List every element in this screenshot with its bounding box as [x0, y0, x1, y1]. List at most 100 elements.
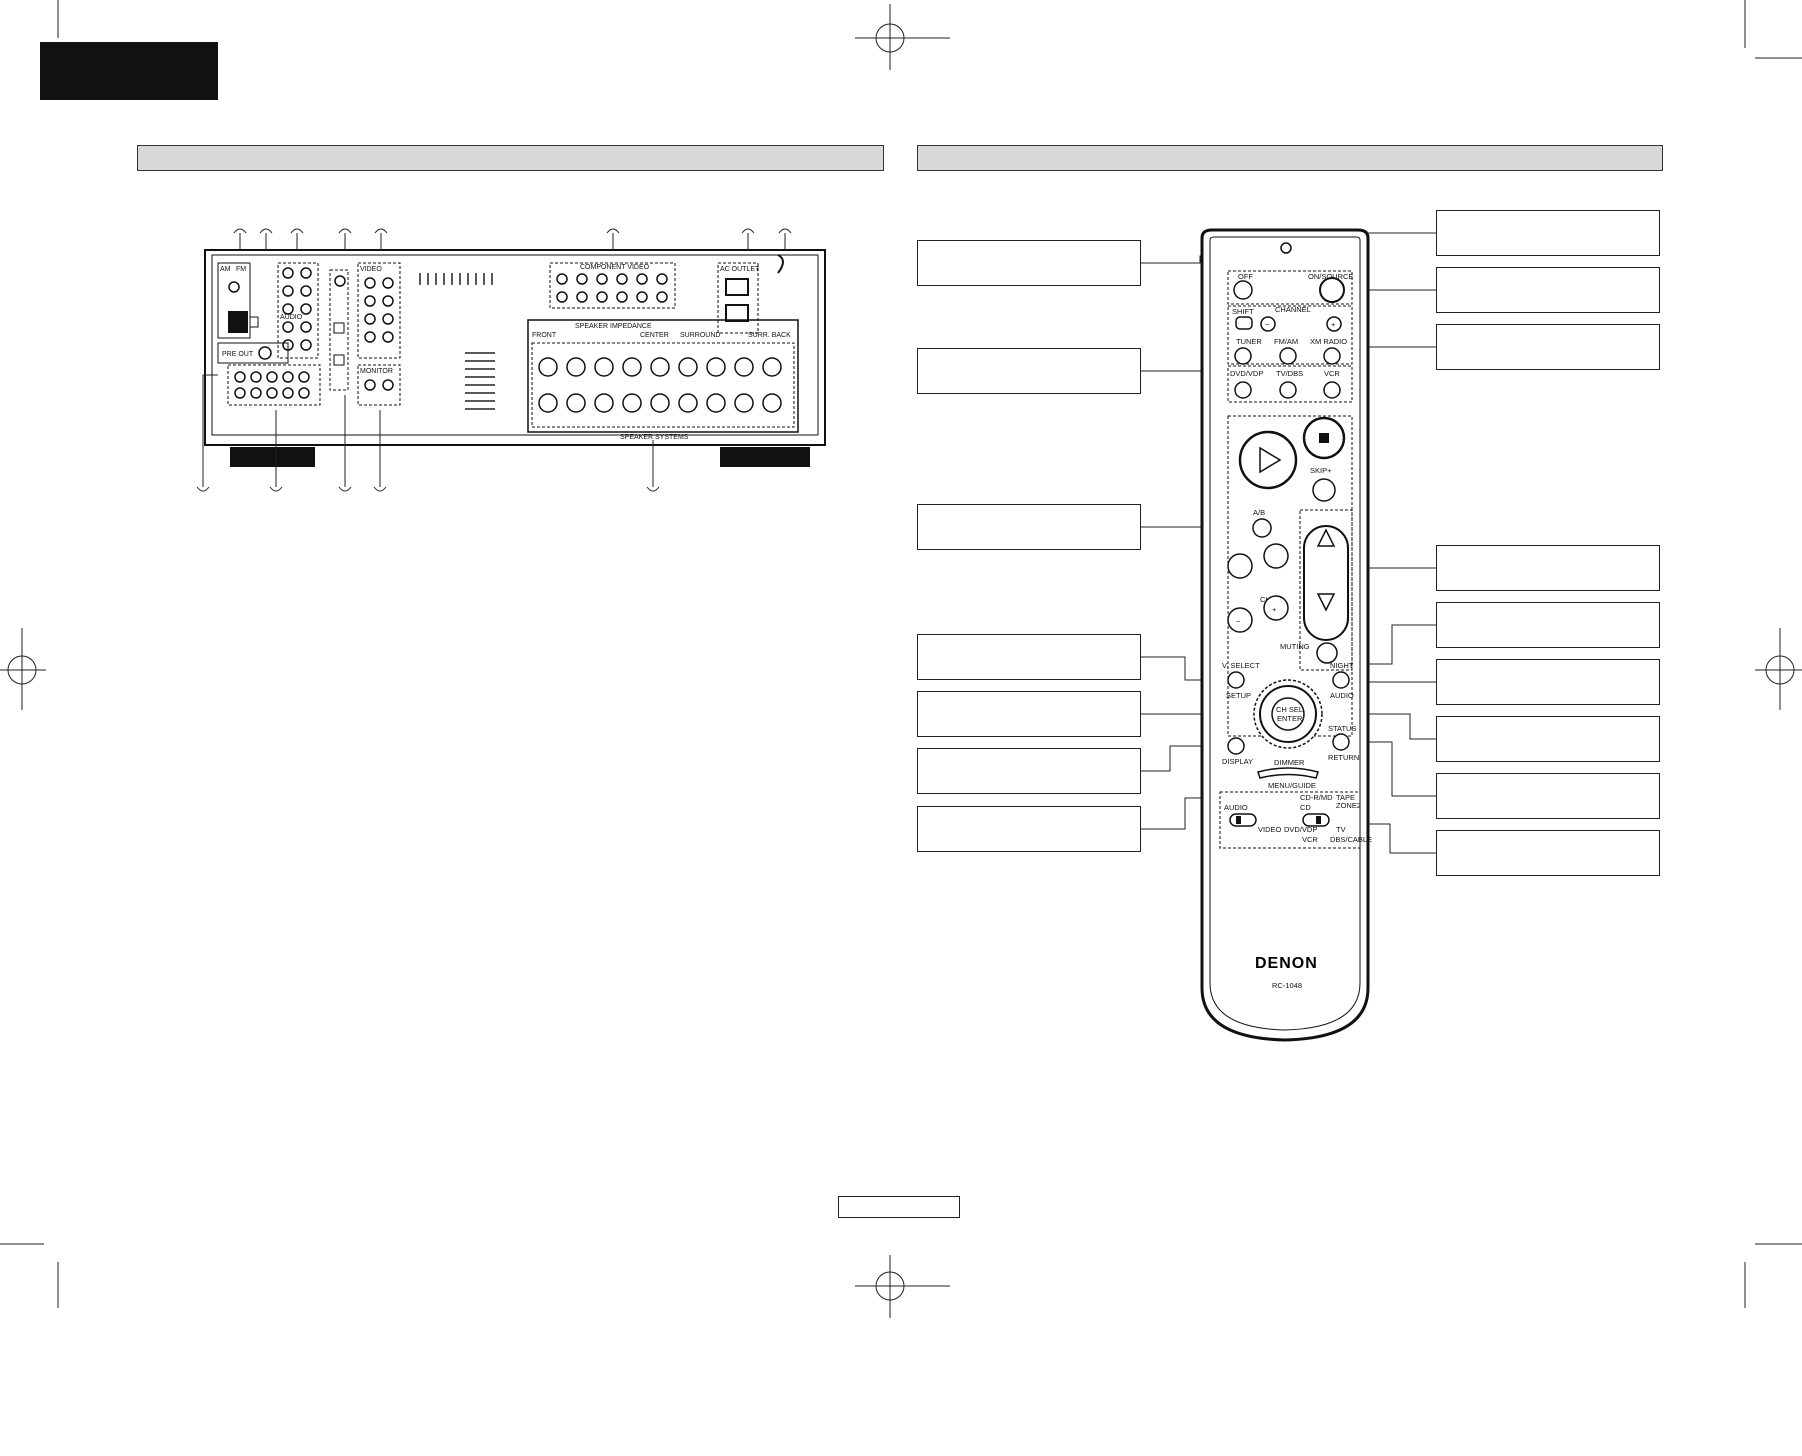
mode-zone2-label: ZONE2 — [1336, 801, 1361, 810]
v-select-label: V. SELECT — [1222, 661, 1260, 670]
status-button[interactable] — [1332, 733, 1350, 751]
dvd-vdp-button[interactable] — [1234, 381, 1252, 399]
channel-label: CHANNEL — [1275, 305, 1311, 314]
fm-am-button[interactable] — [1279, 347, 1297, 365]
xm-radio-button[interactable] — [1323, 347, 1341, 365]
tv-dbs-button[interactable] — [1279, 381, 1297, 399]
callout-box-l3 — [917, 504, 1141, 550]
speaker-systems-label: SPEAKER SYSTEMS — [620, 434, 689, 441]
v-select-button[interactable] — [1227, 671, 1245, 689]
callout-box-l7 — [917, 806, 1141, 852]
callout-box-r1 — [1436, 210, 1660, 256]
mode-dvd-vdp-label: DVD/VDP — [1284, 825, 1317, 834]
night-button[interactable] — [1332, 671, 1350, 689]
remote-section-bar — [917, 145, 1663, 171]
surr-back-label: SURR. BACK — [748, 332, 791, 339]
shift-label: SHIFT — [1232, 307, 1254, 316]
vcr-label: VCR — [1324, 369, 1340, 378]
play-icon — [1259, 446, 1282, 474]
play-button[interactable] — [1238, 430, 1298, 490]
ch-minus-button[interactable] — [1227, 607, 1253, 633]
channel-plus-button[interactable] — [1326, 316, 1342, 332]
ch-plus-button[interactable] — [1263, 595, 1289, 621]
dimmer-label: DIMMER — [1274, 758, 1305, 767]
callout-box-r6 — [1436, 659, 1660, 705]
xm-radio-label: XM RADIO — [1310, 337, 1347, 346]
rear-panel-section-bar — [137, 145, 884, 171]
callout-box-r9 — [1436, 830, 1660, 876]
callout-box-l6 — [917, 748, 1141, 794]
ac-outlet-label: AC OUTLET — [720, 266, 760, 273]
volume-up-icon — [1316, 528, 1336, 547]
speaker-impedance-label: SPEAKER IMPEDANCE — [575, 323, 652, 330]
setup-label: SETUP — [1226, 691, 1251, 700]
stop-icon — [1319, 433, 1329, 443]
mode-audio-label: AUDIO — [1224, 803, 1248, 812]
ch-sel-enter-button[interactable] — [1271, 697, 1305, 731]
svg-text:−: − — [1265, 320, 1270, 329]
volume-down-icon — [1316, 593, 1336, 612]
tuner-label: TUNER — [1236, 337, 1262, 346]
status-label: STATUS — [1328, 724, 1356, 733]
callout-box-r8 — [1436, 773, 1660, 819]
muting-label: MUTING — [1280, 642, 1310, 651]
callout-box-l2 — [917, 348, 1141, 394]
off-button[interactable] — [1233, 280, 1253, 300]
svg-text:+: + — [1331, 320, 1336, 329]
language-tab — [40, 42, 218, 100]
callout-box-l5 — [917, 691, 1141, 737]
night-label: NIGHT — [1330, 661, 1354, 670]
mode-switch-left[interactable] — [1229, 813, 1257, 827]
mode-tv-label: TV — [1336, 825, 1346, 834]
enter-label: ENTER — [1277, 714, 1303, 723]
front-label: FRONT — [532, 332, 557, 339]
mode-video-label: VIDEO — [1258, 825, 1282, 834]
display-button[interactable] — [1227, 737, 1245, 755]
pause-button[interactable] — [1252, 518, 1272, 538]
display-label: DISPLAY — [1222, 757, 1253, 766]
callout-box-r5 — [1436, 602, 1660, 648]
page-number-box — [838, 1196, 960, 1218]
svg-text:−: − — [1236, 617, 1241, 626]
am-label: AM — [220, 266, 231, 273]
tuner-button[interactable] — [1234, 347, 1252, 365]
channel-minus-button[interactable] — [1260, 316, 1276, 332]
shift-button[interactable] — [1235, 316, 1253, 330]
muting-button[interactable] — [1316, 642, 1338, 664]
ch-sel-label: CH SEL — [1276, 705, 1303, 714]
skip-plus-button[interactable] — [1312, 478, 1336, 502]
component-video-label: COMPONENT VIDEO — [580, 264, 650, 271]
callout-box-r3 — [1436, 324, 1660, 370]
pre-out-label: PRE OUT — [222, 351, 254, 358]
on-source-button[interactable] — [1319, 277, 1345, 303]
callout-box-r7 — [1436, 716, 1660, 762]
callout-box-l4 — [917, 634, 1141, 680]
rewind-button[interactable] — [1227, 553, 1253, 579]
monitor-label: MONITOR — [360, 368, 393, 375]
rear-panel-diagram: AM FM PRE OUT AUDIO VIDEO MONITOR COMPON… — [196, 228, 826, 492]
fm-am-label: FM/AM — [1274, 337, 1298, 346]
remote-control-diagram: OFF ON/SOURCE SHIFT CHANNEL − + TUNER FM… — [1140, 228, 1436, 1042]
tv-dbs-label: TV/DBS — [1276, 369, 1303, 378]
volume-rocker[interactable] — [1303, 525, 1349, 641]
audio-label: AUDIO — [1330, 691, 1354, 700]
mode-dbs-cable-label: DBS/CABLE — [1330, 835, 1372, 844]
video-label: VIDEO — [360, 266, 382, 273]
fast-forward-button[interactable] — [1263, 543, 1289, 569]
on-source-label: ON/SOURCE — [1308, 272, 1353, 281]
menu-guide-label: MENU/GUIDE — [1268, 781, 1316, 790]
mode-cdr-md-label: CD-R/MD — [1300, 793, 1333, 802]
brand-logo: DENON — [1255, 955, 1318, 972]
callout-box-r4 — [1436, 545, 1660, 591]
callout-box-l1 — [917, 240, 1141, 286]
mode-vcr-label: VCR — [1302, 835, 1318, 844]
vcr-button[interactable] — [1323, 381, 1341, 399]
surround-label: SURROUND — [680, 332, 720, 339]
off-label: OFF — [1238, 272, 1253, 281]
return-label: RETURN — [1328, 753, 1359, 762]
dimmer-menu-button[interactable] — [1257, 767, 1319, 779]
skip-label: SKIP+ — [1310, 466, 1332, 475]
dvd-vdp-label: DVD/VDP — [1230, 369, 1263, 378]
callout-box-r2 — [1436, 267, 1660, 313]
